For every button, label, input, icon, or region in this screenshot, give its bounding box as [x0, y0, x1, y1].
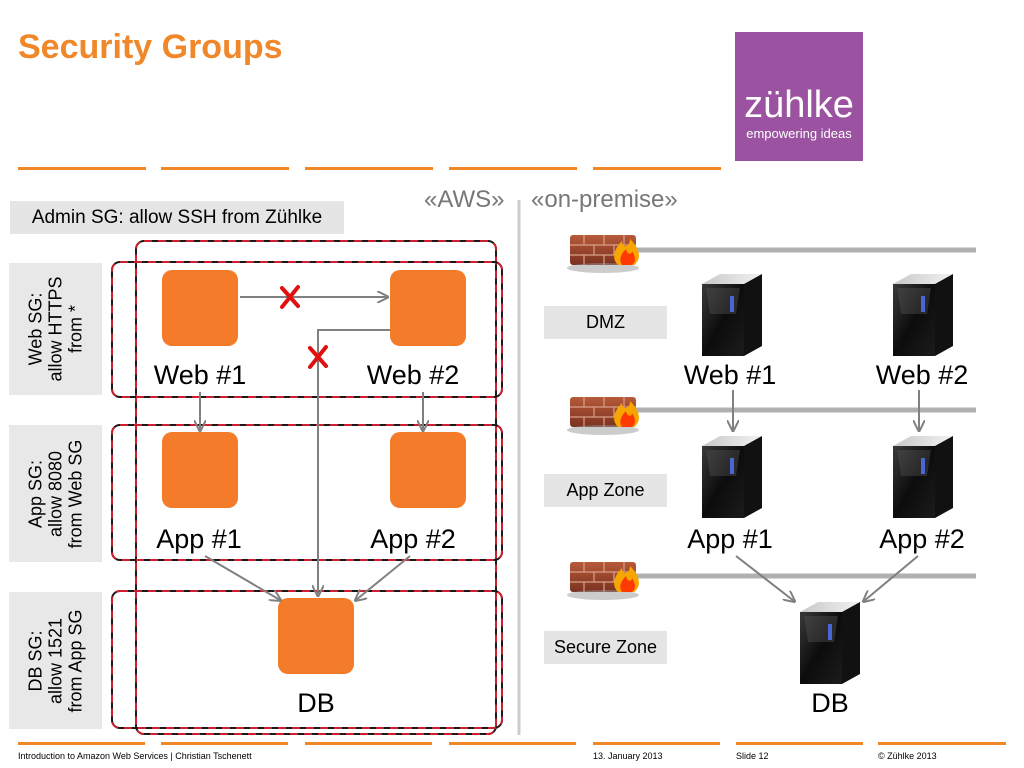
- app-sg-label-line1: App SG:: [25, 459, 46, 528]
- firewall-icon: [566, 234, 640, 274]
- firewall-icon: [566, 561, 640, 601]
- onprem-db-label: DB: [811, 688, 849, 718]
- server-icon: [800, 602, 860, 684]
- aws-db-instance: [278, 598, 354, 674]
- server-icon: [702, 274, 762, 356]
- db-sg-label-line3: from App SG: [65, 608, 86, 713]
- header-rule: [161, 167, 289, 170]
- header-rule: [305, 167, 433, 170]
- footer-rule: [18, 742, 145, 745]
- footer-rule: [161, 742, 288, 745]
- aws-web1-instance: [162, 270, 238, 346]
- slide-title: Security Groups: [18, 28, 283, 66]
- aws-db-label: DB: [297, 688, 335, 718]
- onprem-app2-label: App #2: [879, 524, 965, 554]
- app-sg-label: App SG: allow 8080 from Web SG: [9, 425, 102, 562]
- server-icon: [893, 274, 953, 356]
- onprem-web2-label: Web #2: [875, 360, 969, 390]
- onprem-heading: «on-premise»: [531, 186, 678, 213]
- blocked-icon: [280, 285, 300, 309]
- app-sg-boundary-dash: [111, 424, 503, 561]
- logo-wordmark: zühlke: [744, 84, 854, 126]
- firewall-icon: [566, 396, 640, 436]
- aws-app1-label: App #1: [156, 524, 242, 554]
- web-sg-label: Web SG: allow HTTPS from *: [9, 263, 102, 395]
- footer-rule: [878, 742, 1006, 745]
- web-sg-label-line3: from *: [65, 305, 86, 354]
- footer-rule: [593, 742, 720, 745]
- db-sg-label-line1: DB SG:: [25, 629, 46, 692]
- footer-rule: [736, 742, 863, 745]
- footer-rule: [305, 742, 432, 745]
- secure-zone-label: Secure Zone: [544, 631, 667, 664]
- blocked-icon: [308, 345, 328, 369]
- aws-web2-instance: [390, 270, 466, 346]
- footer-presentation-info: Introduction to Amazon Web Services | Ch…: [18, 751, 252, 761]
- server-icon: [702, 436, 762, 518]
- admin-sg-label: Admin SG: allow SSH from Zühlke: [10, 201, 344, 234]
- server-icon: [893, 436, 953, 518]
- header-rule: [449, 167, 577, 170]
- aws-web1-label: Web #1: [153, 360, 247, 390]
- aws-app2-label: App #2: [370, 524, 456, 554]
- zuhlke-logo: zühlke empowering ideas: [735, 32, 863, 161]
- footer-date: 13. January 2013: [593, 751, 663, 761]
- app1-to-db-arrow: [204, 555, 280, 600]
- logo-tagline: empowering ideas: [746, 126, 852, 141]
- app2-to-db-arrow: [356, 555, 411, 600]
- onprem-app1-label: App #1: [687, 524, 773, 554]
- web-sg-label-line2: allow HTTPS: [45, 276, 66, 382]
- aws-web2-label: Web #2: [366, 360, 460, 390]
- aws-heading: «AWS»: [424, 186, 505, 213]
- dmz-zone-label: DMZ: [544, 306, 667, 339]
- app-zone-label: App Zone: [544, 474, 667, 507]
- footer-copyright: © Zühlke 2013: [878, 751, 937, 761]
- web-sg-boundary-dash: [111, 261, 503, 398]
- onprem-web1-label: Web #1: [683, 360, 777, 390]
- app-sg-label-line3: from Web SG: [65, 439, 86, 548]
- web2-to-db-arrow: [318, 329, 390, 595]
- header-rule: [593, 167, 721, 170]
- aws-app1-instance: [162, 432, 238, 508]
- db-sg-boundary-dash: [111, 590, 503, 729]
- app-sg-label-line2: allow 8080: [45, 450, 66, 537]
- footer-slide-number: Slide 12: [736, 751, 769, 761]
- header-rule: [18, 167, 146, 170]
- onprem-app2-to-db-arrow: [864, 555, 919, 601]
- web-sg-label-line1: Web SG:: [25, 292, 46, 366]
- db-sg-label-line2: allow 1521: [45, 617, 66, 704]
- footer-rule: [449, 742, 576, 745]
- db-sg-label: DB SG: allow 1521 from App SG: [9, 592, 102, 729]
- onprem-app1-to-db-arrow: [735, 555, 794, 601]
- admin-sg-boundary-dash: [135, 240, 497, 735]
- aws-app2-instance: [390, 432, 466, 508]
